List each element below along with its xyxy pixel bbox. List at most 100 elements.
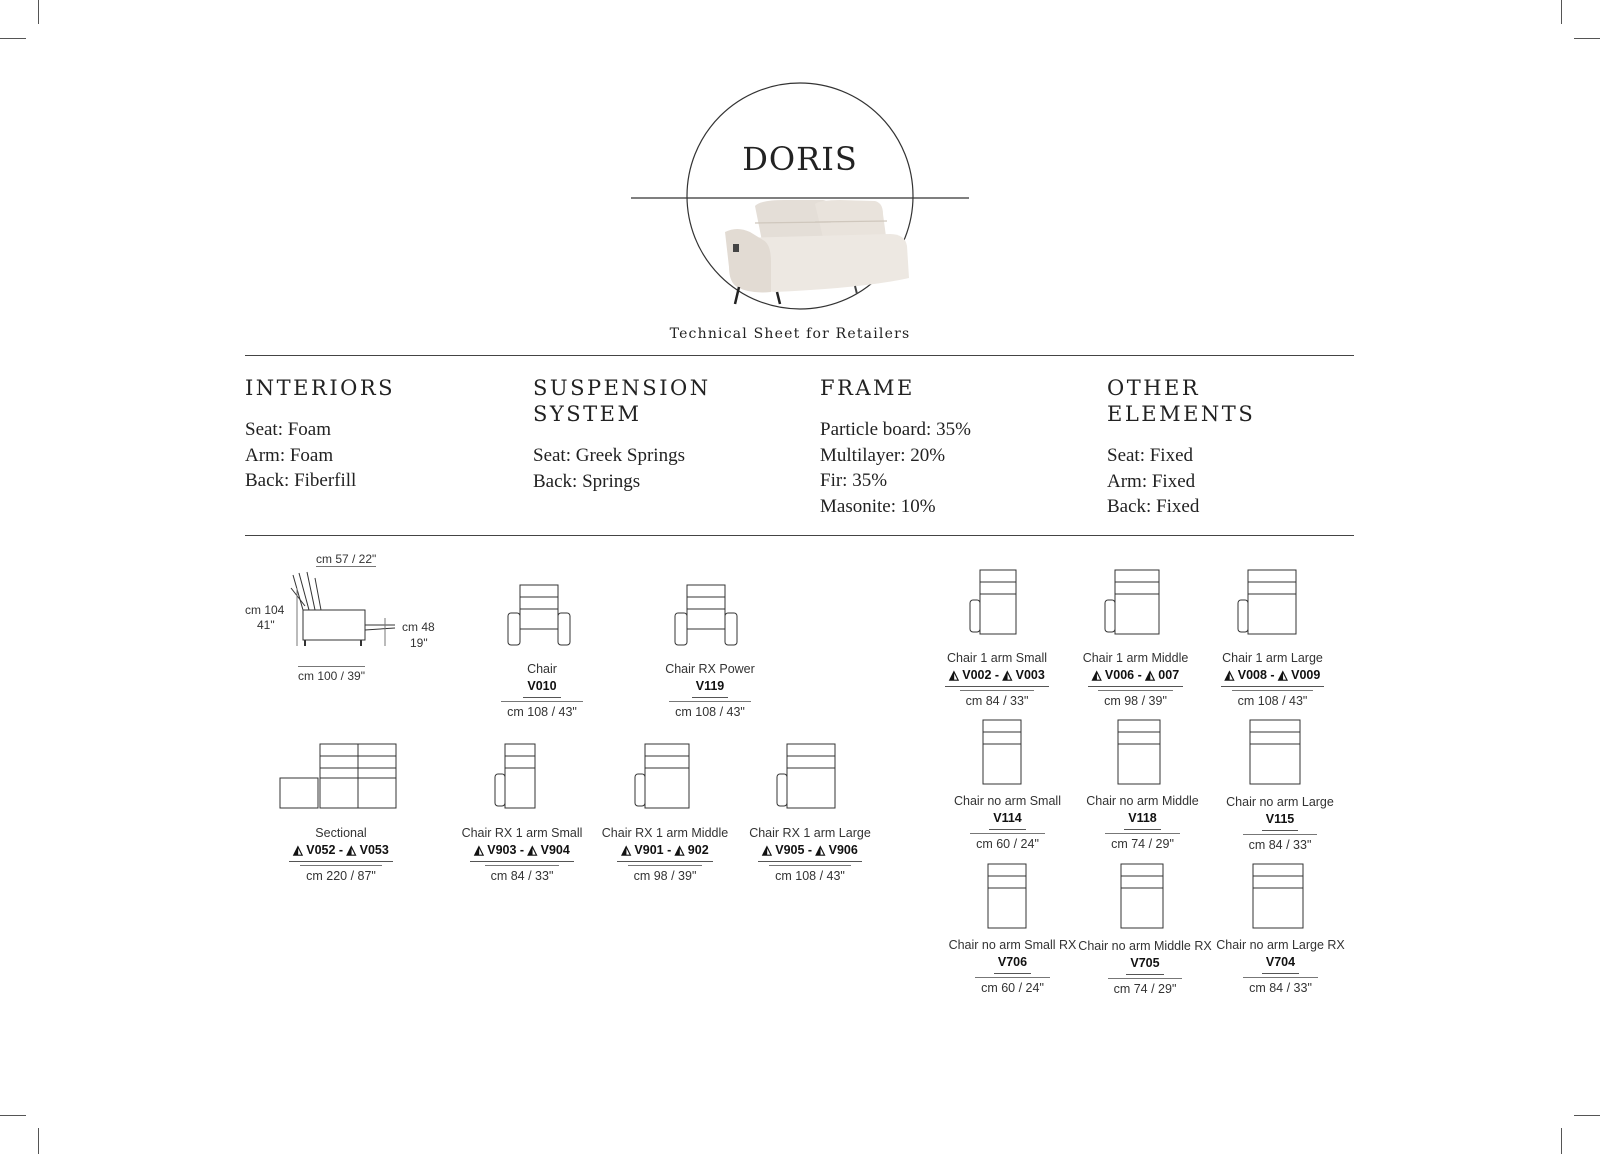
section-list: Particle board: 35% Multilayer: 20% Fir:…: [820, 417, 1080, 519]
item-code: V705: [1126, 955, 1164, 975]
item-chair-rx-1arm-small: Chair RX 1 arm Small ◭ V903 - ◭ V904 cm …: [452, 825, 592, 885]
item-chair-noarm-large-rx: Chair no arm Large RX V704 cm 84 / 33": [1208, 937, 1353, 997]
divider: [245, 355, 1354, 356]
section-heading: SUSPENSION SYSTEM: [533, 376, 711, 426]
item-dim: cm 108 / 43": [501, 701, 583, 721]
item-chair-1arm-large: Chair 1 arm Large ◭ V008 - ◭ V009 cm 108…: [1205, 650, 1340, 710]
item-name: Chair no arm Middle RX: [1078, 939, 1212, 953]
chair-rx-1arm-large-icon: [776, 743, 836, 809]
item-code: V704: [1261, 954, 1300, 974]
item-chair-rx-power: Chair RX Power V119 cm 108 / 43": [650, 661, 770, 721]
item-dim: cm 84 / 33": [1243, 977, 1318, 997]
spec-line: Multilayer: 20%: [820, 444, 946, 466]
profile-depth-label: cm 57 / 22": [316, 552, 377, 567]
section-list: Seat: Greek Springs Back: Springs: [533, 443, 793, 494]
crop-mark: [38, 0, 39, 24]
profile-height-in: 41": [257, 618, 275, 632]
spec-line: Arm: Fixed: [1107, 470, 1196, 492]
chair-noarm-middle-icon: [1117, 719, 1161, 785]
item-name: Chair no arm Middle: [1086, 794, 1199, 808]
section-list: Seat: Foam Arm: Foam Back: Fiberfill: [245, 417, 505, 494]
spec-line: Fir: 35%: [820, 470, 888, 491]
item-dim: cm 60 / 24": [975, 977, 1050, 997]
item-name: Chair: [527, 662, 557, 676]
crop-mark: [1574, 1115, 1600, 1116]
chair-noarm-small-icon: [982, 719, 1022, 785]
item-dim: cm 98 / 39": [627, 865, 703, 885]
chair-1arm-large-icon: [1237, 569, 1297, 635]
section-heading: INTERIORS: [245, 376, 396, 400]
item-code: V114: [989, 810, 1026, 830]
crop-mark: [1574, 38, 1600, 39]
item-code: ◭ V002 - ◭ V003: [945, 667, 1049, 687]
item-name: Chair no arm Large RX: [1216, 938, 1345, 952]
spec-line: Back: Springs: [533, 470, 641, 492]
profile-height-cm: cm 104: [245, 603, 285, 617]
item-name: Chair RX 1 arm Large: [749, 826, 871, 840]
crop-mark: [0, 1115, 26, 1116]
item-name: Chair 1 arm Middle: [1082, 651, 1189, 665]
item-name: Chair no arm Small RX: [948, 938, 1077, 952]
section-heading: FRAME: [820, 376, 915, 400]
spec-line: Back: Fixed: [1107, 496, 1200, 517]
crop-mark: [1561, 1128, 1562, 1154]
item-name: Chair 1 arm Small: [946, 651, 1048, 665]
spec-line: Back: Fiberfill: [245, 470, 357, 491]
crop-mark: [38, 1128, 39, 1154]
item-dim: cm 108 / 43": [669, 701, 751, 721]
chair-rx-power-icon: [674, 584, 738, 646]
item-chair-1arm-small: Chair 1 arm Small ◭ V002 - ◭ V003 cm 84 …: [932, 650, 1062, 710]
section-other: OTHER ELEMENTS Seat: Fixed Arm: Fixed Ba…: [1107, 375, 1367, 520]
page-title: DORIS: [742, 140, 858, 178]
item-name: Chair RX Power: [665, 662, 755, 676]
item-code: ◭ V901 - ◭ 902: [617, 842, 713, 862]
item-code: V706: [993, 954, 1032, 974]
item-code: ◭ V905 - ◭ V906: [758, 842, 862, 862]
chair-noarm-large-rx-icon: [1252, 863, 1304, 929]
sectional-icon: [279, 743, 397, 809]
item-code: ◭ V903 - ◭ V904: [470, 842, 574, 862]
item-code: ◭ V006 - ◭ 007: [1087, 667, 1184, 687]
item-chair-rx-1arm-middle: Chair RX 1 arm Middle ◭ V901 - ◭ 902 cm …: [595, 825, 735, 885]
sofa-photo: [725, 200, 909, 305]
item-name: Chair RX 1 arm Middle: [601, 826, 729, 840]
crop-mark: [1561, 0, 1562, 24]
item-chair-noarm-middle: Chair no arm Middle V118 cm 74 / 29": [1070, 793, 1215, 853]
spec-line: Arm: Foam: [245, 444, 334, 466]
item-code: V118: [1124, 810, 1161, 830]
item-name: Chair no arm Small: [954, 794, 1061, 808]
chair-rx-1arm-small-icon: [494, 743, 536, 809]
item-code: ◭ V008 - ◭ V009: [1220, 667, 1325, 687]
section-frame: FRAME Particle board: 35% Multilayer: 20…: [820, 375, 1080, 519]
item-chair-rx-1arm-large: Chair RX 1 arm Large ◭ V905 - ◭ V906 cm …: [740, 825, 880, 885]
profile-width-label: cm 100 / 39": [298, 666, 365, 683]
item-chair-noarm-small: Chair no arm Small V114 cm 60 / 24": [940, 793, 1075, 853]
item-dim: cm 60 / 24": [970, 833, 1045, 853]
item-name: Chair no arm Large: [1226, 795, 1334, 809]
item-dim: cm 108 / 43": [769, 865, 851, 885]
item-name: Chair 1 arm Large: [1222, 651, 1323, 665]
profile-seat-in: 19": [410, 636, 428, 650]
item-dim: cm 74 / 29": [1105, 833, 1180, 853]
item-code: V119: [691, 678, 729, 698]
item-dim: cm 74 / 29": [1107, 978, 1183, 998]
item-code: ◭ V052 - ◭ V053: [289, 842, 393, 862]
page-subtitle: Technical Sheet for Retailers: [669, 326, 911, 342]
item-sectional: Sectional ◭ V052 - ◭ V053 cm 220 / 87": [276, 825, 406, 885]
divider: [245, 535, 1354, 536]
chair-noarm-small-rx-icon: [987, 863, 1027, 929]
profile-seat-cm: cm 48: [402, 620, 435, 634]
item-chair-1arm-middle: Chair 1 arm Middle ◭ V006 - ◭ 007 cm 98 …: [1068, 650, 1203, 710]
section-heading: OTHER ELEMENTS: [1107, 376, 1256, 426]
item-dim: cm 220 / 87": [300, 865, 382, 885]
crop-mark: [0, 38, 26, 39]
item-dim: cm 108 / 43": [1231, 690, 1314, 710]
section-list: Seat: Fixed Arm: Fixed Back: Fixed: [1107, 443, 1367, 520]
item-chair-noarm-small-rx: Chair no arm Small RX V706 cm 60 / 24": [940, 937, 1085, 997]
spec-line: Particle board: 35%: [820, 419, 971, 440]
item-code: V115: [1261, 811, 1299, 831]
section-interiors: INTERIORS Seat: Foam Arm: Foam Back: Fib…: [245, 375, 505, 494]
item-code: V010: [523, 678, 561, 698]
spec-line: Seat: Fixed: [1107, 445, 1194, 466]
item-dim: cm 84 / 33": [959, 690, 1035, 710]
